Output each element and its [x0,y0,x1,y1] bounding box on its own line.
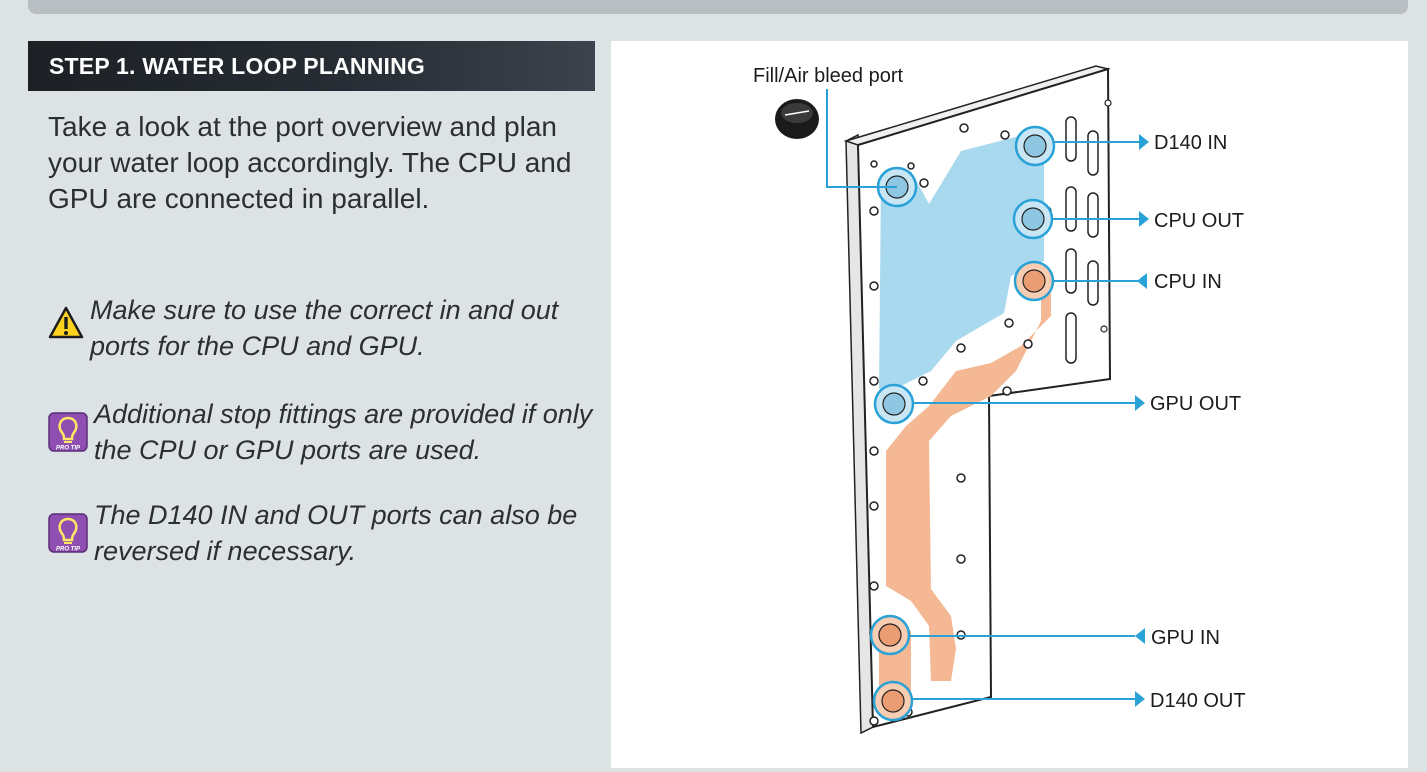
intro-text: Take a look at the port overview and pla… [48,111,572,214]
callout-lines [826,89,1139,700]
pro-tip-note: PRO TIP The D140 IN and OUT ports can al… [48,497,593,569]
arrow-right-icon [1139,134,1149,150]
arrow-right-icon [1135,691,1145,707]
arrow-left-icon [1135,628,1145,644]
port-cpu-out [1012,198,1054,240]
label-d140-in: D140 IN [1154,132,1227,154]
top-bar [28,0,1408,14]
label-fill-port: Fill/Air bleed port [753,65,904,87]
warning-note: Make sure to use the correct in and out … [48,292,593,364]
plate-slots [1065,116,1099,364]
pro-tip-badge: PRO TIP [56,547,81,553]
port-gpu-out [873,383,915,425]
arrow-right-icon [1135,395,1145,411]
fill-plug-icon [775,99,819,139]
pro-tip-icon: PRO TIP [48,412,88,452]
warning-icon [48,306,84,339]
port-d140-in [1014,125,1056,167]
label-gpu-in: GPU IN [1151,627,1220,649]
step-header: STEP 1. WATER LOOP PLANNING [28,41,595,91]
pro-tip-text: Additional stop fittings are provided if… [94,399,593,465]
pro-tip-badge: PRO TIP [56,446,81,452]
pro-tip-note: PRO TIP Additional stop fittings are pro… [48,396,593,468]
cold-channel [879,133,1044,389]
distribution-plate-diagram: Fill/Air bleed port D140 IN CPU OUT CPU … [753,65,1246,735]
warning-note-text: Make sure to use the correct in and out … [90,295,559,361]
callout-arrows [1135,134,1149,707]
port-diagram: Fill/Air bleed port D140 IN CPU OUT CPU … [611,41,1408,768]
arrow-left-icon [1137,273,1147,289]
plate-holes [1100,99,1112,333]
label-d140-out: D140 OUT [1150,690,1246,712]
port-d140-out [872,680,914,722]
step-title: STEP 1. WATER LOOP PLANNING [49,52,426,79]
pro-tip-text: The D140 IN and OUT ports can also be re… [94,500,578,566]
label-cpu-out: CPU OUT [1154,210,1244,232]
port-gpu-in [869,614,911,656]
port-cpu-in [1013,260,1055,302]
hot-channel [886,278,1051,681]
arrow-right-icon [1139,211,1149,227]
label-gpu-out: GPU OUT [1150,393,1241,415]
pro-tip-icon: PRO TIP [48,513,88,553]
label-cpu-in: CPU IN [1154,271,1222,293]
